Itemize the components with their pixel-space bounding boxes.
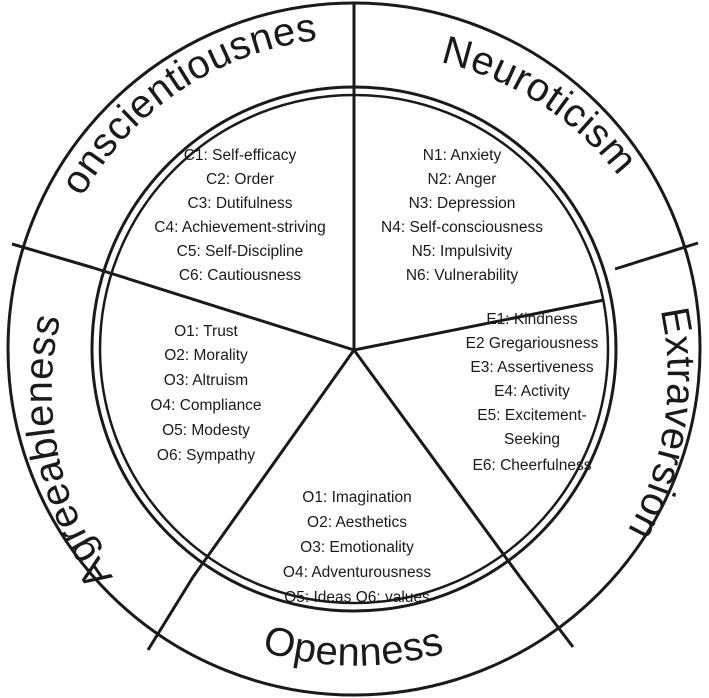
- facet-a2: O2: Morality: [164, 347, 248, 364]
- spoke-bottom-left: [191, 349, 356, 578]
- facet-e1: E1: Kindness: [486, 311, 578, 328]
- trait-title-agreeableness: Agreeableness: [17, 310, 121, 597]
- facet-n5: N5: Impulsivity: [412, 243, 513, 260]
- facet-c5: C5: Self-Discipline: [177, 243, 304, 260]
- facet-a4: O4: Compliance: [150, 397, 261, 414]
- facet-n6: N6: Vulnerability: [406, 267, 519, 284]
- ring-divider-right: [614, 241, 699, 271]
- facet-n2: N2: Anger: [428, 171, 497, 188]
- facet-e6: E6: Cheerfulness: [473, 457, 592, 474]
- facet-n1: N1: Anxiety: [423, 147, 502, 164]
- ring-divider-bottom-left: [146, 576, 195, 651]
- facet-e4: E4: Activity: [494, 383, 570, 400]
- facet-n4: N4: Self-consciousness: [381, 219, 543, 236]
- spoke-bottom-right: [352, 349, 522, 578]
- trait-title-openness: Openness: [259, 618, 447, 675]
- facet-list-agreeableness: O1: Trust O2: Morality O3: Altruism O4: …: [150, 323, 261, 464]
- facet-c6: C6: Cautiousness: [179, 267, 302, 284]
- facet-o2-aesthetics: O2: Aesthetics: [307, 514, 407, 531]
- facet-e5-cont: Seeking: [504, 431, 560, 448]
- facet-e5: E5: Excitement-: [477, 407, 586, 424]
- ring-divider-bottom-right: [518, 576, 575, 648]
- facet-c4: C4: Achievement-striving: [154, 219, 325, 236]
- facet-o3-emotionality: O3: Emotionality: [300, 539, 414, 556]
- facet-list-extraversion: E1: Kindness E2 Gregariousness E3: Asser…: [466, 311, 599, 474]
- facet-a3: O3: Altruism: [164, 372, 248, 389]
- trait-title-extraversion: Extraversion: [619, 304, 702, 547]
- facet-a5: O5: Modesty: [162, 422, 250, 439]
- ring-divider-left: [11, 242, 95, 270]
- spoke-left: [93, 266, 355, 352]
- facet-a1: O1: Trust: [174, 323, 238, 340]
- facet-n3: N3: Depression: [409, 195, 516, 212]
- facet-e3: E3: Assertiveness: [470, 359, 593, 376]
- facet-o5-o6: O5: Ideas O6: values: [284, 589, 430, 606]
- facet-list-conscientiousness: C1: Self-efficacy C2: Order C3: Dutifuln…: [154, 147, 325, 284]
- facet-list-openness: O1: Imagination O2: Aesthetics O3: Emoti…: [283, 489, 431, 606]
- facet-c1: C1: Self-efficacy: [184, 147, 297, 164]
- facet-a6: O6: Sympathy: [157, 447, 255, 464]
- facet-list-neuroticism: N1: Anxiety N2: Anger N3: Depression N4:…: [381, 147, 543, 284]
- facet-c2: C2: Order: [206, 171, 274, 188]
- facet-o1-imagination: O1: Imagination: [302, 489, 411, 506]
- facet-c3: C3: Dutifulness: [187, 195, 292, 212]
- facet-o4-adventurousness: O4: Adventurousness: [283, 564, 431, 581]
- facet-e2: E2 Gregariousness: [466, 335, 599, 352]
- spoke-right: [353, 298, 605, 352]
